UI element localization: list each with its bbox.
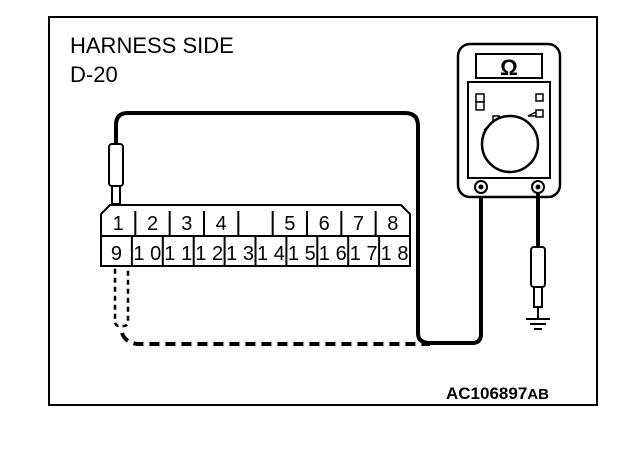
range-mark-1 (475, 93, 485, 103)
range-mark-3 (535, 93, 544, 102)
terminal-v-inner (535, 184, 541, 190)
meter-display (475, 53, 543, 79)
pin-label: 3 (181, 213, 192, 235)
harness-side-label: HARNESS SIDE (70, 33, 234, 58)
ground-icon (526, 318, 550, 330)
terminal-com-inner (478, 184, 484, 190)
pin-label: 5 (284, 213, 295, 235)
ohmmeter: Ω (456, 42, 562, 199)
pin-label: 1 (113, 213, 124, 235)
figure-reference: AC106897AB (446, 384, 549, 403)
ohm-symbol: Ω (500, 55, 518, 80)
connector-id-label: D-20 (70, 62, 118, 87)
pin-label: 2 (147, 213, 158, 235)
pin-label: 4 (216, 213, 227, 235)
probe-pin-1 (108, 143, 124, 214)
figure-reference-suffix: AB (527, 386, 549, 403)
range-mark-2 (475, 101, 485, 111)
range-mark-4 (535, 109, 544, 118)
pin-label: 9 (111, 243, 122, 265)
pin-label: 7 (353, 213, 364, 235)
ground-probe (530, 193, 546, 319)
probe-wire-dashed (120, 332, 430, 346)
selector-dial (480, 114, 540, 174)
pin-label: 6 (319, 213, 330, 235)
probe-wire-solid (114, 111, 483, 345)
figure-reference-code: AC106897 (446, 384, 527, 403)
pin-label: 8 (387, 213, 398, 235)
